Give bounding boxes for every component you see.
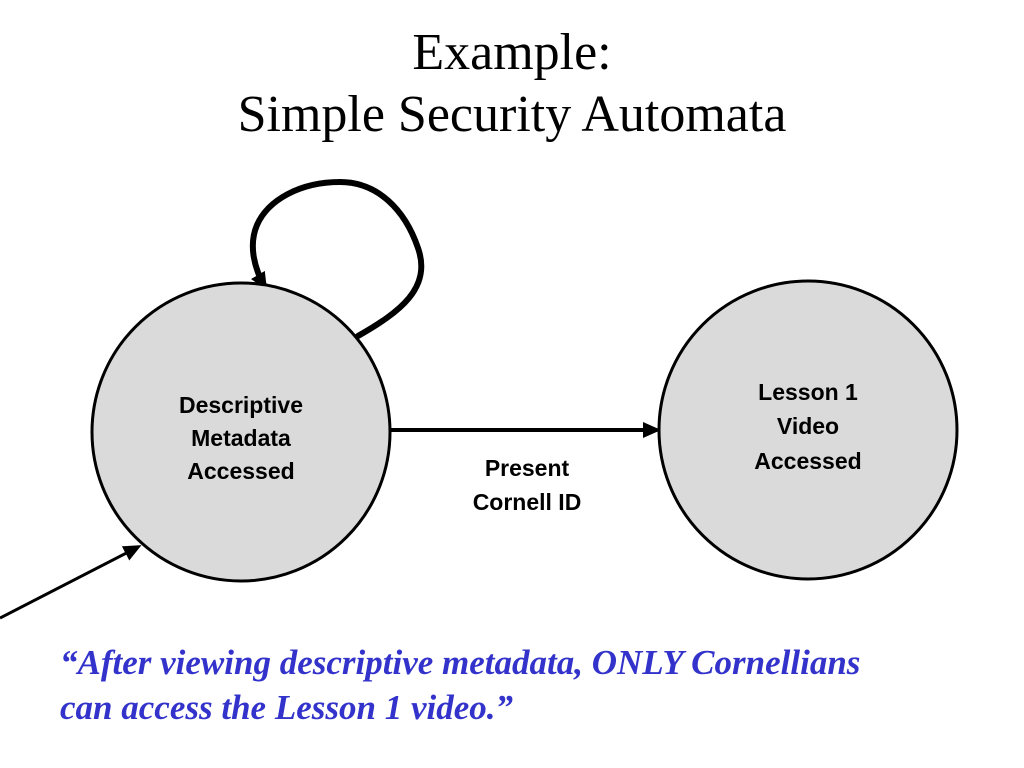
title-line-2: Simple Security Automata <box>237 86 787 143</box>
state-metadata-label-3: Accessed <box>187 458 294 484</box>
quote-line-2: can access the Lesson 1 video.” <box>60 688 513 727</box>
state-video-circle <box>657 279 959 581</box>
state-video: Lesson 1 Video Accessed <box>657 279 959 581</box>
state-metadata-label-2: Metadata <box>191 425 291 451</box>
title-line-1: Example: <box>412 24 612 81</box>
slide-title: Example: Simple Security Automata <box>0 22 1024 146</box>
quote-line-1: “After viewing descriptive metadata, ONL… <box>60 643 861 682</box>
policy-quote: “After viewing descriptive metadata, ONL… <box>60 640 1000 730</box>
state-video-label-2: Video <box>777 413 839 439</box>
initial-arrow <box>0 545 142 620</box>
state-video-label-3: Accessed <box>754 448 861 474</box>
self-loop-arrow <box>249 178 425 339</box>
state-video-label-1: Lesson 1 <box>758 379 858 405</box>
transition-label-2: Cornell ID <box>473 489 582 515</box>
state-metadata-label-1: Descriptive <box>179 392 303 418</box>
state-metadata: Descriptive Metadata Accessed <box>90 281 392 583</box>
transition-label-1: Present <box>485 455 570 481</box>
